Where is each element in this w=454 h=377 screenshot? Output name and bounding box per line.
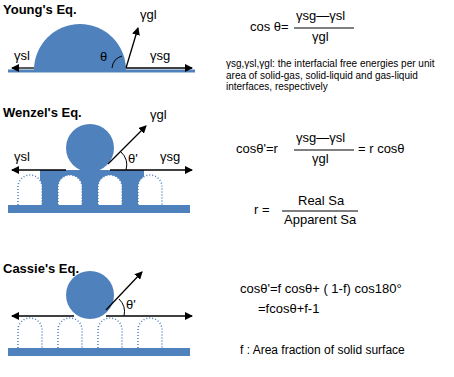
angle-arc	[121, 152, 127, 170]
equation-denominator: γgl	[312, 30, 329, 45]
force-arrow	[126, 28, 138, 68]
fraction-bar	[294, 28, 354, 29]
angle-arc	[119, 299, 124, 316]
equation-denominator: Apparent Sa	[284, 213, 356, 228]
equation-denominator: γgl	[312, 152, 329, 167]
tension-symbol: γsl	[14, 150, 30, 165]
equation-numerator: Real Sa	[298, 194, 344, 209]
tension-symbol: γsg	[160, 150, 180, 165]
pillars	[18, 175, 162, 205]
equation: cosθ'=r	[236, 142, 278, 157]
equation: r =	[254, 203, 270, 218]
solid-base	[8, 205, 190, 213]
force-arrow	[12, 67, 34, 68]
tension-symbol: γgl	[140, 8, 157, 23]
equation: cos θ=	[250, 20, 289, 35]
force-arrow	[12, 169, 66, 170]
force-arrow	[126, 67, 192, 68]
force-arrow	[108, 126, 146, 164]
equation: cosθ'=f cosθ+ ( 1-f) cos180°	[240, 282, 402, 297]
definition-note: f : Area fraction of solid surface	[240, 344, 405, 358]
force-arrow	[106, 315, 192, 316]
droplet	[66, 124, 114, 172]
section-title: Wenzel's Eq.	[3, 106, 82, 121]
angle-symbol: θ'	[126, 298, 136, 313]
droplet	[34, 24, 126, 70]
tension-symbol: γgl	[150, 108, 167, 123]
pillars	[18, 318, 162, 348]
tension-symbol: γsl	[14, 49, 30, 64]
equation-numerator: γsg—γsl	[296, 9, 345, 24]
equation: = r cosθ	[358, 142, 405, 157]
section-title: Young's Eq.	[3, 3, 77, 18]
droplet	[66, 271, 114, 319]
force-arrow	[12, 315, 74, 316]
tension-symbol: γsg	[150, 49, 170, 64]
angle-symbol: θ	[100, 50, 107, 65]
angle-arc	[112, 56, 122, 68]
note: γsg,γsl,γgl: the interfacial free energi…	[226, 58, 450, 93]
water-in-grooves	[40, 170, 144, 205]
section-title: Cassie's Eq.	[3, 262, 79, 277]
equation: =fcosθ+f-1	[258, 302, 319, 317]
force-arrow	[110, 169, 192, 170]
solid-base	[8, 348, 190, 356]
equation-numerator: γsg—γsl	[296, 131, 345, 146]
angle-symbol: θ'	[128, 152, 138, 167]
force-arrow	[106, 272, 142, 310]
fraction-bar	[282, 211, 358, 212]
fraction-bar	[294, 150, 354, 151]
